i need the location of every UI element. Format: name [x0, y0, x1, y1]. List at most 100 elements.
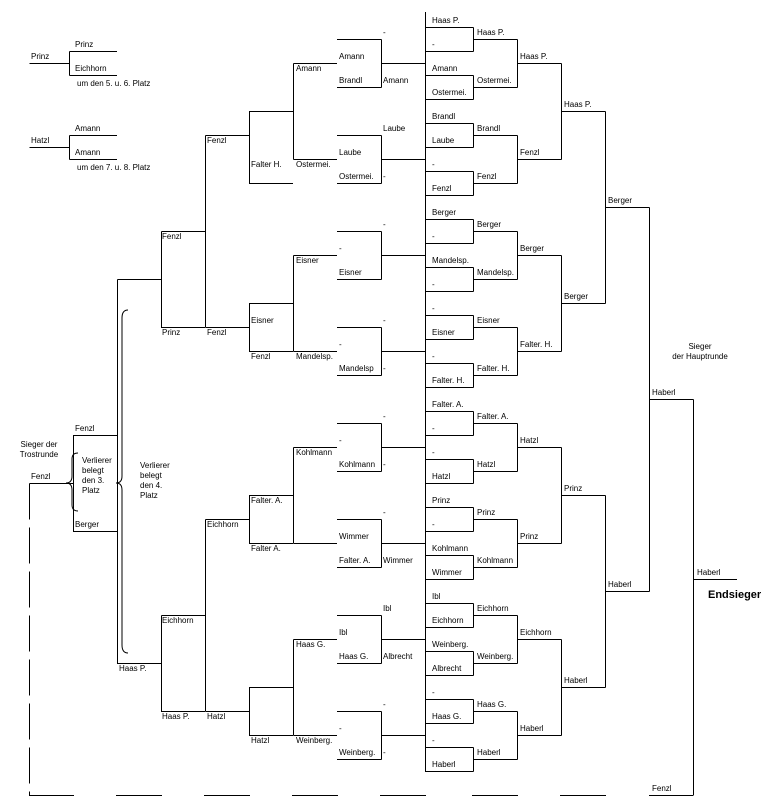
participant-name: Ostermei.	[477, 76, 512, 85]
participant-name: Weinberg.	[432, 640, 469, 649]
participant-name: -	[432, 688, 435, 697]
participant-name: Prinz	[520, 532, 539, 541]
participant-name: -	[339, 244, 342, 253]
participant-name: Mandelsp.	[477, 268, 514, 277]
participant-name: Haas G.	[296, 640, 326, 649]
participant-name: Albrecht	[383, 652, 413, 661]
loser-3rd-note: Verlierer belegt den 3. Platz	[82, 456, 112, 496]
participant-name: Fenzl	[207, 328, 227, 337]
participant-name: Hatzl	[207, 712, 226, 721]
participant-name: Prinz	[564, 484, 583, 493]
participant-name: -	[432, 304, 435, 313]
participant-name: Hatzl	[251, 736, 270, 745]
participant-name: Haberl	[564, 676, 588, 685]
participant-name: Laube	[432, 136, 455, 145]
participant-name: -	[432, 280, 435, 289]
label-line: belegt	[82, 466, 104, 475]
participant-name: Eichhorn	[75, 64, 107, 73]
participant-name: Brandl	[339, 76, 363, 85]
participant-name: Wimmer	[339, 532, 369, 541]
participant-name: Berger	[477, 220, 502, 229]
participant-name: Falter. H.	[432, 376, 465, 385]
participant-name: Haberl	[520, 724, 544, 733]
participant-name: Wimmer	[432, 568, 462, 577]
participant-name: -	[383, 316, 386, 325]
label-line: Sieger	[688, 342, 712, 351]
participant-name: Falter. A.	[251, 496, 283, 505]
participant-name: Ostermei.	[339, 172, 374, 181]
participant-name: Falter. H.	[477, 364, 510, 373]
participant-name: Fenzl	[432, 184, 452, 193]
participant-name: -	[432, 232, 435, 241]
participant-name: Haas G.	[339, 652, 369, 661]
participant-name: Albrecht	[432, 664, 462, 673]
participant-name: -	[383, 412, 386, 421]
participant-name: Haberl	[477, 748, 501, 757]
participant-name: Wimmer	[383, 556, 413, 565]
participant-name: -	[383, 220, 386, 229]
participant-name: Ostermei.	[432, 88, 467, 97]
participant-name: Haas P.	[477, 28, 505, 37]
participant-name: Ibl	[432, 592, 441, 601]
participant-name: -	[432, 424, 435, 433]
participant-name: -	[339, 436, 342, 445]
participant-name: Prinz	[75, 40, 94, 49]
participant-name: -	[383, 172, 386, 181]
participant-name: Fenzl	[652, 784, 672, 793]
label-line: den 4.	[140, 481, 163, 490]
participant-name: Falter. A.	[432, 400, 464, 409]
participant-name: Weinberg.	[339, 748, 376, 757]
participant-name: Berger	[432, 208, 457, 217]
participant-name: Berger	[75, 520, 100, 529]
brace-3rd	[65, 452, 79, 512]
participant-name: Haberl	[432, 760, 456, 769]
participant-name: Kohlmann	[339, 460, 376, 469]
participant-name: Laube	[339, 148, 362, 157]
participant-name: Haberl	[608, 580, 632, 589]
participant-name: Haberl	[652, 388, 676, 397]
participant-name: Fenzl	[75, 424, 95, 433]
participant-name: Mandelsp.	[432, 256, 469, 265]
participant-name: Fenzl	[31, 472, 51, 481]
bracket-line	[29, 135, 117, 160]
participant-name: Amann	[383, 76, 409, 85]
participant-name: Falter. H.	[520, 340, 553, 349]
participant-name: -	[432, 40, 435, 49]
participant-name: Kohlmann	[296, 448, 333, 457]
participant-name: Fenzl	[520, 148, 540, 157]
placement-note-5-6: um den 5. u. 6. Platz	[77, 79, 151, 88]
participant-name: Hatzl	[477, 460, 496, 469]
participant-name: -	[432, 160, 435, 169]
participant-name: Hatzl	[520, 436, 539, 445]
participant-name: Haas P.	[432, 16, 460, 25]
participant-name: Laube	[383, 124, 406, 133]
participant-name: Hatzl	[31, 136, 50, 145]
participant-name: Amann	[432, 64, 458, 73]
participant-name: Berger	[564, 292, 589, 301]
participant-name: Eisner	[477, 316, 500, 325]
label-line: belegt	[140, 471, 162, 480]
label-line: Platz	[140, 491, 158, 500]
participant-name: Mandelsp.	[296, 352, 333, 361]
participant-name: Haas P.	[520, 52, 548, 61]
participant-name: Eichhorn	[432, 616, 464, 625]
participant-name: Falter. A.	[477, 412, 509, 421]
label-line: Verlierer	[140, 461, 170, 470]
participant-name: -	[383, 364, 386, 373]
label-line: Platz	[82, 486, 100, 495]
participant-name: Eichhorn	[520, 628, 552, 637]
participant-name: Prinz	[432, 496, 451, 505]
participant-name: Weinberg.	[296, 736, 333, 745]
participant-name: Eisner	[251, 316, 274, 325]
participant-name: Eichhorn	[162, 616, 194, 625]
participant-name: -	[432, 736, 435, 745]
participant-name: Falter A.	[251, 544, 281, 553]
participant-name: Fenzl	[207, 136, 227, 145]
participant-name: Prinz	[477, 508, 496, 517]
participant-name: Prinz	[162, 328, 181, 337]
participant-name: Berger	[608, 196, 633, 205]
participant-name: -	[383, 28, 386, 37]
participant-name: Kohlmann	[432, 544, 469, 553]
